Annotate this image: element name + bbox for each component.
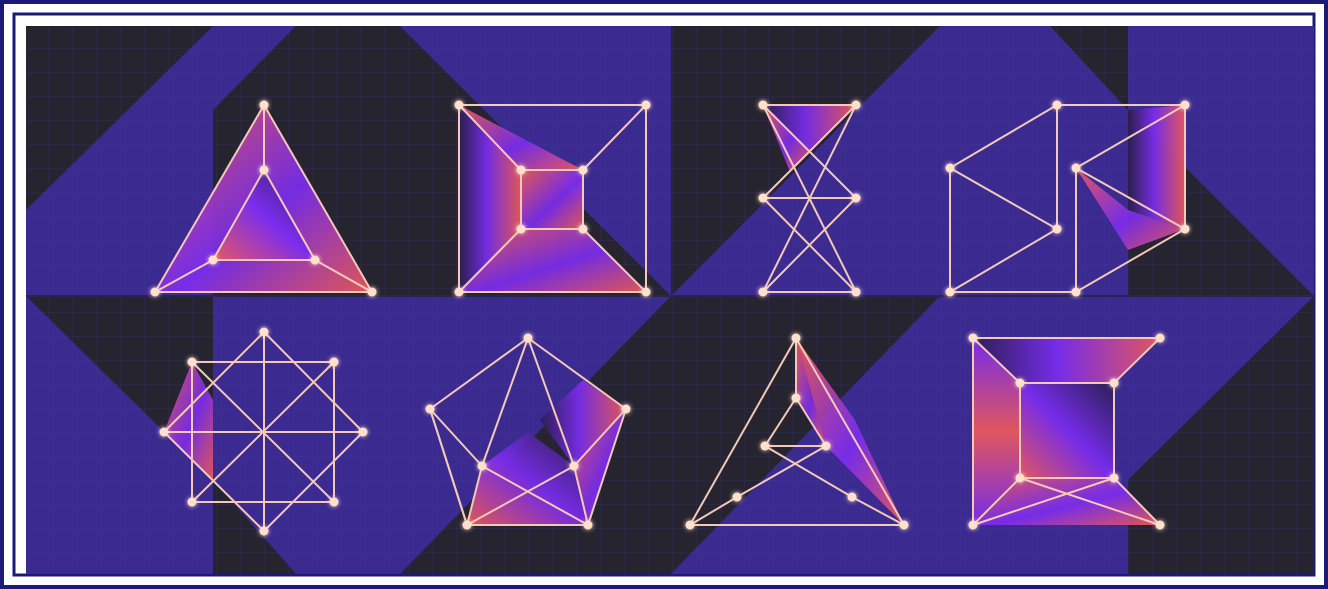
gradient-face bbox=[1128, 105, 1185, 229]
graph-node bbox=[160, 428, 169, 437]
graph-node bbox=[1181, 225, 1190, 234]
graph-node bbox=[622, 405, 631, 414]
graph-node bbox=[1072, 288, 1081, 297]
graph-node bbox=[792, 394, 801, 403]
graph-node bbox=[260, 527, 269, 536]
graph-node bbox=[260, 166, 269, 175]
graph-node bbox=[463, 521, 472, 530]
graph-node bbox=[188, 498, 197, 507]
graph-node bbox=[368, 288, 377, 297]
graph-node bbox=[260, 101, 269, 110]
graph-node bbox=[1053, 225, 1062, 234]
star-octagon-graph bbox=[160, 328, 368, 536]
graph-node bbox=[478, 462, 487, 471]
graph-node bbox=[852, 288, 861, 297]
graph-node bbox=[524, 334, 533, 343]
graph-node bbox=[1156, 521, 1165, 530]
graph-node bbox=[209, 256, 218, 265]
graph-node bbox=[1016, 379, 1025, 388]
graph-node bbox=[1072, 164, 1081, 173]
graph-node bbox=[579, 225, 588, 234]
graph-node bbox=[584, 521, 593, 530]
graph-node bbox=[946, 164, 955, 173]
graph-node bbox=[579, 166, 588, 175]
gradient-face bbox=[1020, 383, 1114, 478]
graph-node bbox=[759, 288, 768, 297]
graph-node bbox=[311, 256, 320, 265]
graph-node bbox=[455, 101, 464, 110]
graph-node bbox=[455, 288, 464, 297]
graph-node bbox=[848, 493, 857, 502]
graph-node bbox=[151, 288, 160, 297]
graph-node bbox=[1110, 379, 1119, 388]
graph-node bbox=[759, 101, 768, 110]
graph-node bbox=[759, 194, 768, 203]
graph-node bbox=[822, 442, 831, 451]
graph-node bbox=[1156, 334, 1165, 343]
graph-node bbox=[330, 498, 339, 507]
graph-node bbox=[792, 334, 801, 343]
graph-node bbox=[761, 442, 770, 451]
graph-node bbox=[517, 225, 526, 234]
graph-node bbox=[330, 358, 339, 367]
graph-node bbox=[570, 462, 579, 471]
graph-node bbox=[733, 493, 742, 502]
gradient-face bbox=[521, 170, 583, 229]
graph-node bbox=[1053, 101, 1062, 110]
graph-node bbox=[900, 521, 909, 530]
graph-node bbox=[260, 328, 269, 337]
graph-node bbox=[686, 521, 695, 530]
graph-node bbox=[946, 288, 955, 297]
graph-node bbox=[852, 101, 861, 110]
graph-node bbox=[969, 334, 978, 343]
graph-node bbox=[1016, 474, 1025, 483]
graph-node bbox=[642, 288, 651, 297]
graph-node bbox=[1110, 474, 1119, 483]
graph-node bbox=[359, 428, 368, 437]
graph-node bbox=[1181, 101, 1190, 110]
graph-node bbox=[426, 405, 435, 414]
graph-node bbox=[517, 166, 526, 175]
graph-node bbox=[642, 101, 651, 110]
graph-node bbox=[969, 521, 978, 530]
graph-node bbox=[852, 194, 861, 203]
graph-node bbox=[188, 358, 197, 367]
